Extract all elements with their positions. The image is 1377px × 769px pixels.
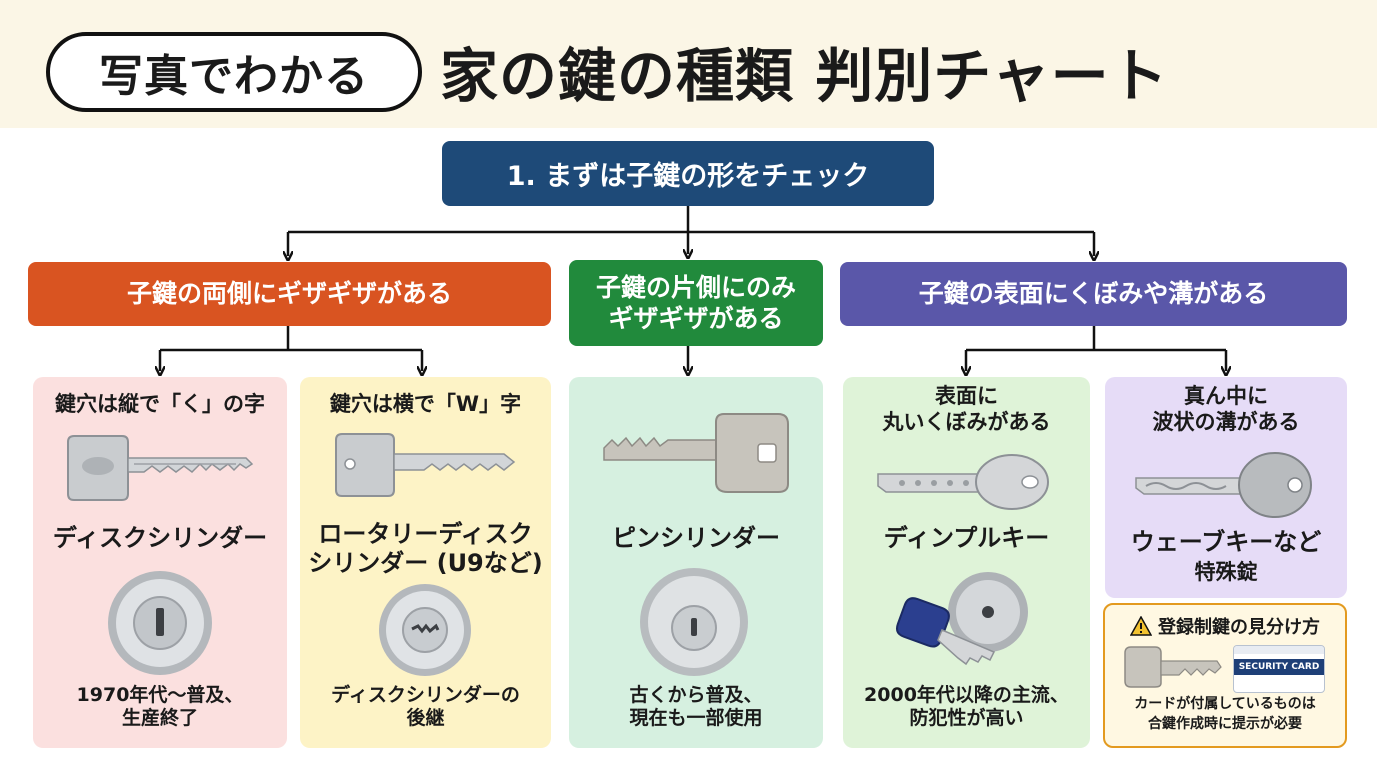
type-note-line1: 2000年代以降の主流、 [864,684,1069,706]
type-condition-line1: 真ん中に [1184,384,1268,408]
type-box-dimple-key [843,377,1090,748]
security-card-image: SECURITY CARD [1233,645,1325,693]
type-name: ピンシリンダー [612,524,780,552]
rotary-disc-key-image [335,433,516,497]
dimple-cylinder-image [896,572,1028,666]
registered-key-note-line1: カードが付属しているものは [1134,696,1316,712]
type-note-line2: 後継 [406,707,445,730]
dimple-key-image [877,454,1049,510]
rotary-disc-cylinder-image [379,584,471,676]
security-card-label: SECURITY CARD [1234,659,1324,675]
registered-key-title: 登録制鍵の見分け方 [1158,617,1320,638]
registered-key-image [1124,646,1222,688]
type-name: ディスクシリンダー [52,524,268,552]
type-condition: 真ん中に 波状の溝がある [1105,384,1347,435]
type-note: 1970年代～普及、 生産終了 [33,684,287,730]
type-condition: 鍵穴は横で「W」字 [329,392,522,416]
step-1-label: 1. まずは子鍵の形をチェック [442,141,934,206]
registered-key-note-line2: 合鍵作成時に提示が必要 [1148,715,1302,732]
type-condition: 表面に 丸いくぼみがある [843,384,1090,435]
category-green-line2: ギザギザがある [608,304,784,333]
category-one-side-serrated: 子鍵の片側にのみギザギザがある [569,260,823,346]
type-note: ディスクシリンダーの 後継 [300,684,551,730]
type-condition-line2: 波状の溝がある [1152,409,1300,434]
registered-key-note: カードが付属しているものは 合鍵作成時に提示が必要 [1105,695,1345,734]
type-name: ウェーブキーなど 特殊錠 [1105,528,1347,587]
type-name-line1: ウェーブキーなど [1130,528,1322,556]
title-badge: 写真でわかる [46,32,422,112]
type-note: 古くから普及、 現在も一部使用 [569,684,823,730]
category-green-line1: 子鍵の片側にのみ [595,272,796,302]
disc-key-image [67,435,254,501]
type-note-line1: 1970年代～普及、 [76,684,244,706]
type-name: ディンプルキー [883,524,1050,552]
wave-key-image [1135,452,1312,518]
page-title: 家の鍵の種類 判別チャート [440,42,1169,110]
type-condition-line2: 丸いくぼみがある [882,409,1051,434]
type-name: ロータリーディスク シリンダー (U9など) [300,520,551,579]
type-name-line1: ロータリーディスク [318,520,533,548]
type-note-line2: 現在も一部使用 [629,707,763,730]
pin-key-image [603,413,789,493]
type-note-line1: 古くから普及、 [629,684,763,706]
registered-key-info-box: 登録制鍵の見分け方 SECURITY CARD カードが付属しているものは 合鍵… [1103,603,1347,748]
card-strip [1234,646,1324,654]
registered-key-title-row: 登録制鍵の見分け方 [1105,613,1345,639]
type-note-line2: 防犯性が高い [909,707,1024,730]
type-name-line2: シリンダー (U9など) [308,549,543,578]
type-name-line2: 特殊錠 [1194,560,1258,585]
type-condition-line1: 表面に [935,384,998,408]
disc-cylinder-image [108,571,212,675]
warning-icon [1130,616,1152,636]
type-note: 2000年代以降の主流、 防犯性が高い [843,684,1090,730]
type-note-line1: ディスクシリンダーの [331,684,520,706]
pin-cylinder-image [640,568,748,676]
type-condition: 鍵穴は縦で「く」の字 [55,392,265,416]
category-both-sides-serrated: 子鍵の両側にギザギザがある [28,262,551,326]
category-dimples-grooves: 子鍵の表面にくぼみや溝がある [840,262,1347,326]
type-note-line2: 生産終了 [121,707,198,730]
